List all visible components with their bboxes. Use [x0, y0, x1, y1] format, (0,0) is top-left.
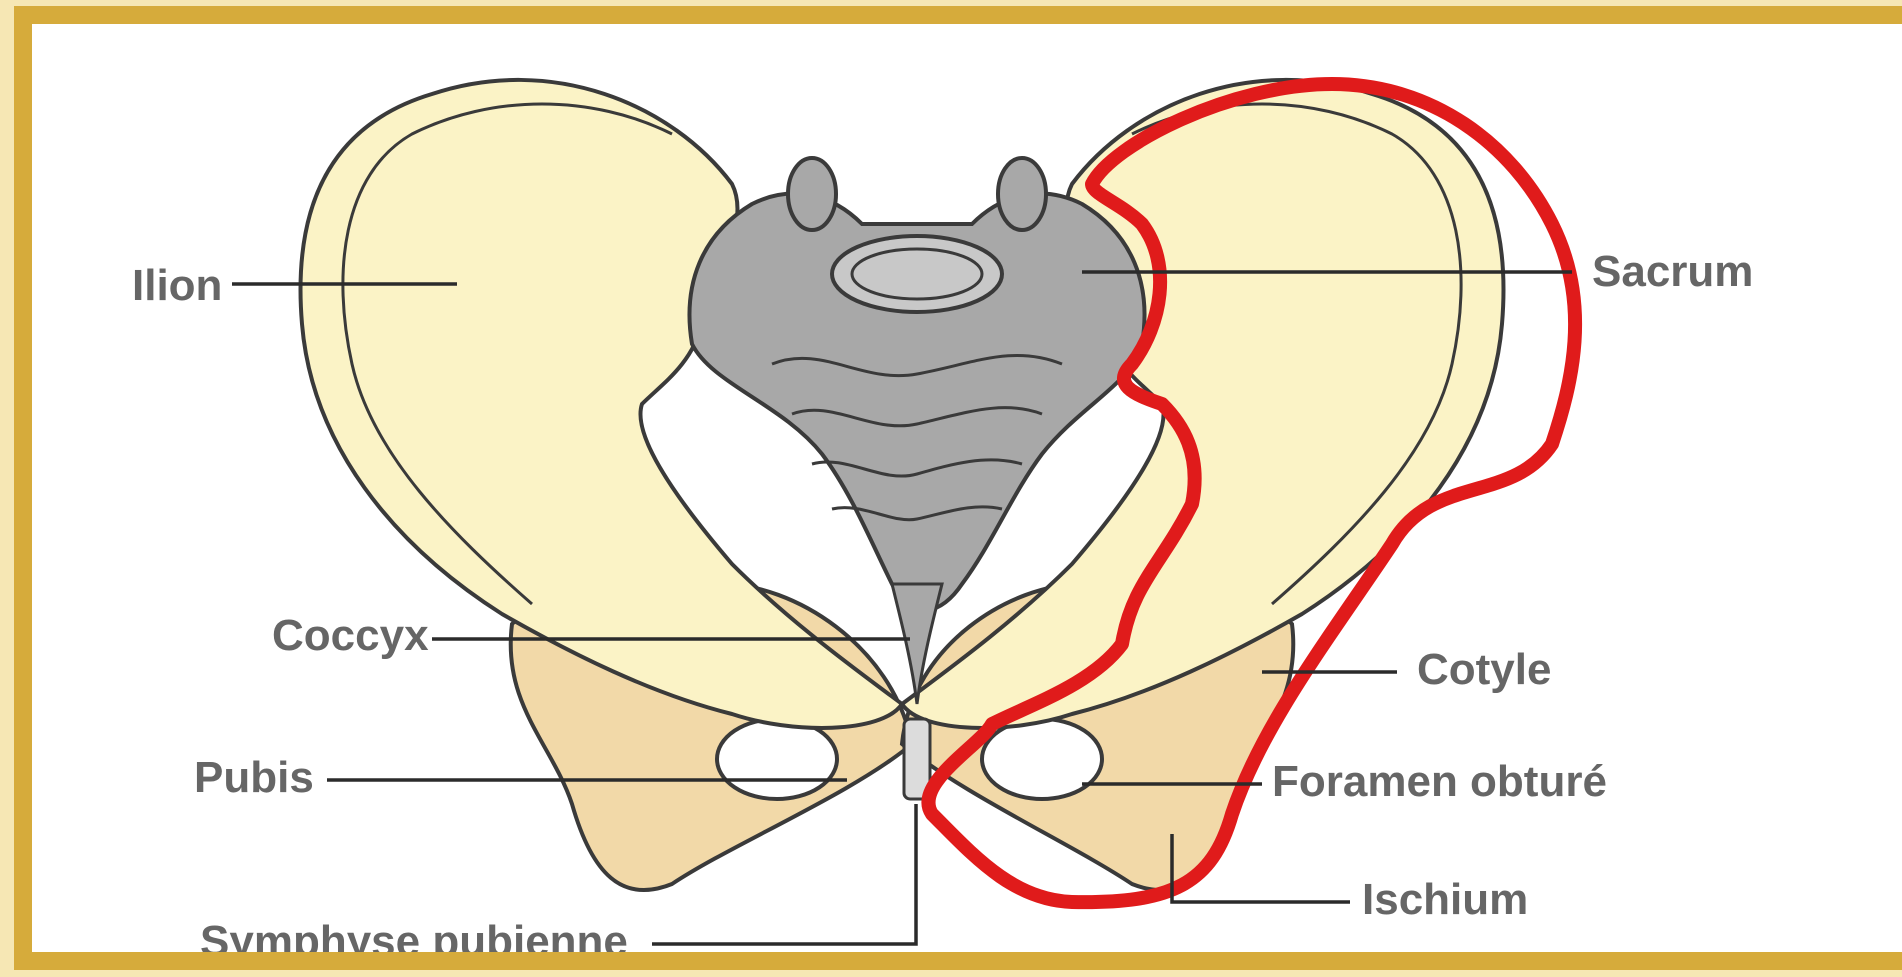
pelvis-diagram: Ilion Sacrum Coccyx Cotyle Pubis Foramen… — [32, 24, 1902, 970]
symphyse-label: Symphyse pubienne — [200, 917, 628, 966]
cotyle-label: Cotyle — [1417, 645, 1551, 694]
right-obturator-foramen — [982, 719, 1102, 799]
sacrum-top-body — [832, 236, 1002, 312]
coccyx-label: Coccyx — [272, 611, 429, 660]
sacrum-right-process — [998, 158, 1046, 230]
left-obturator-foramen — [717, 719, 837, 799]
ischium-label: Ischium — [1362, 875, 1528, 924]
diagram-frame: Ilion Sacrum Coccyx Cotyle Pubis Foramen… — [14, 6, 1902, 970]
pubis-label: Pubis — [194, 753, 314, 802]
sacrum-left-process — [788, 158, 836, 230]
sacrum-label: Sacrum — [1592, 247, 1753, 296]
foramen-label: Foramen obturé — [1272, 757, 1607, 806]
ilion-label: Ilion — [132, 261, 222, 310]
